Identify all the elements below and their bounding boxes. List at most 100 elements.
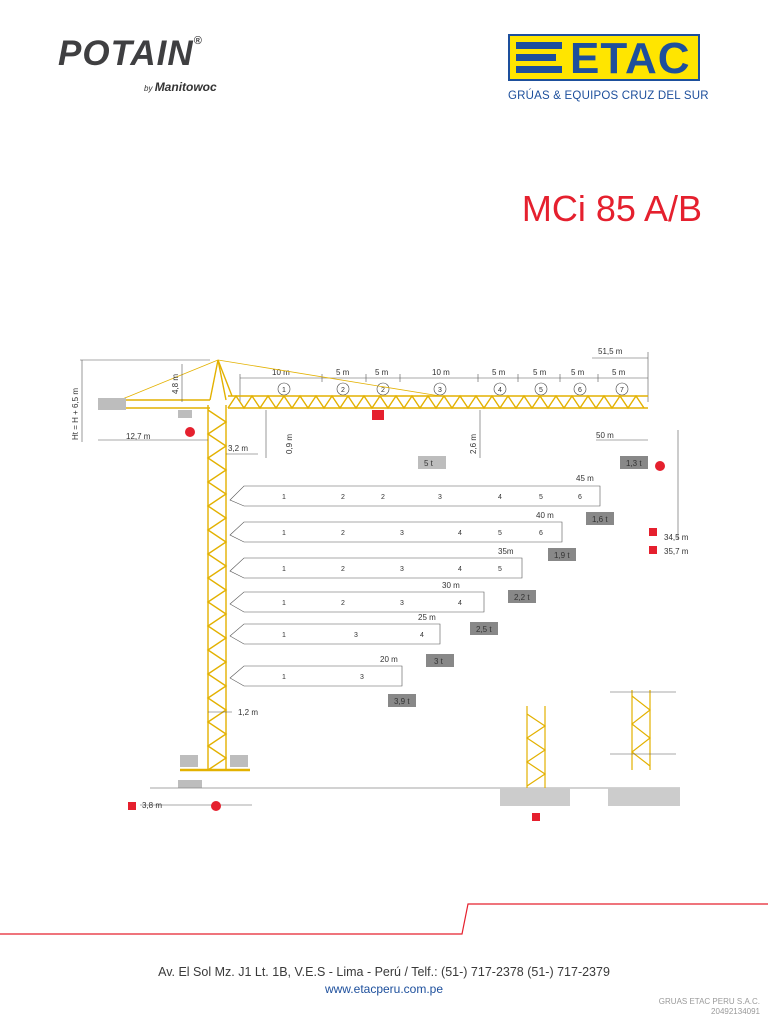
- dim-seg-3: 5 m: [375, 368, 389, 377]
- j5-sec: 1: [282, 632, 286, 639]
- jib-5-length: 25 m: [418, 613, 436, 622]
- main-sec-7: 6: [578, 387, 582, 394]
- j6-sec: 3: [360, 674, 364, 681]
- j4-sec: 2: [341, 600, 345, 607]
- dim-seg-7: 5 m: [571, 368, 585, 377]
- etac-stripes-icon: [516, 42, 562, 73]
- j2-sec: 4: [458, 530, 462, 537]
- dim-base-width: 3,8 m: [142, 801, 162, 810]
- dim-mast-top: 4,8 m: [171, 374, 180, 394]
- main-sec-3: 2: [381, 387, 385, 394]
- j3-sec: 2: [341, 566, 345, 573]
- dim-seg-6: 5 m: [533, 368, 547, 377]
- j4-sec: 1: [282, 600, 286, 607]
- dim-seg-1: 10 m: [272, 368, 290, 377]
- dim-depth: 0,9 m: [285, 434, 294, 454]
- hoist-icon: [655, 461, 665, 471]
- jib-configurations: [229, 485, 601, 687]
- j1-sec: 1: [282, 494, 286, 501]
- main-sec-2: 2: [341, 387, 345, 394]
- main-jib-sections: [277, 382, 629, 396]
- counterweights: [98, 398, 248, 788]
- footer-company: GRUAS ETAC PERU S.A.C. 20492134091: [658, 997, 760, 1016]
- jib-load-boxes: [388, 512, 614, 707]
- crane-diagram: 51,5 m 10 m 5 m 5 m 10 m 5 m 5 m 5 m 5 m…: [71, 347, 689, 821]
- jib-3-length: 35m: [498, 547, 514, 556]
- crane-structure: [98, 359, 648, 772]
- load-mid: 5 t: [424, 459, 434, 468]
- jib-2-load: 1,9 t: [554, 551, 570, 560]
- potain-name: POTAIN: [58, 34, 194, 73]
- j2-sec: 6: [539, 530, 543, 537]
- j2-sec: 5: [498, 530, 502, 537]
- j2-sec: 3: [400, 530, 404, 537]
- jib-3-load: 2,2 t: [514, 593, 530, 602]
- tie-lines: [610, 691, 676, 755]
- height-icon-2: [649, 546, 657, 554]
- dim-counter-jib: 12,7 m: [126, 432, 151, 441]
- foundation-blocks: [500, 788, 680, 806]
- main-sec-1: 1: [282, 387, 286, 394]
- travel-icon: [211, 801, 221, 811]
- etac-logo: ETAC: [508, 34, 700, 83]
- jib-5-load: 3 t: [434, 657, 444, 666]
- j3-sec: 5: [498, 566, 502, 573]
- footer-address: Av. El Sol Mz. J1 Lt. 1B, V.E.S - Lima -…: [158, 965, 610, 979]
- j1-sec: 3: [438, 494, 442, 501]
- j4-sec: 4: [458, 600, 462, 607]
- j3-sec: 3: [400, 566, 404, 573]
- top-dimensions: [239, 352, 649, 402]
- dim-h2: 35,7 m: [664, 547, 689, 556]
- j4-sec: 3: [400, 600, 404, 607]
- dim-seg-4: 10 m: [432, 368, 450, 377]
- j1-sec: 6: [578, 494, 582, 501]
- footer-website[interactable]: www.etacperu.com.pe: [324, 982, 444, 996]
- jib-4-length: 30 m: [442, 581, 460, 590]
- dim-seg-8: 5 m: [612, 368, 626, 377]
- dim-total: 51,5 m: [598, 347, 623, 356]
- dim-mast-width: 1,2 m: [238, 708, 258, 717]
- jib-4-load: 2,5 t: [476, 625, 492, 634]
- dim-offset: 3,2 m: [228, 444, 248, 453]
- dim-seg-5: 5 m: [492, 368, 506, 377]
- registered-mark: ®: [193, 35, 203, 47]
- j2-sec: 1: [282, 530, 286, 537]
- jib-1-load: 1,6 t: [592, 515, 608, 524]
- j5-sec: 3: [354, 632, 358, 639]
- dim-height: Ht = H + 6,5 m: [71, 388, 80, 440]
- slew-icon: [185, 427, 195, 437]
- dim-h1: 34,5 m: [664, 533, 689, 542]
- main-sec-6: 5: [539, 387, 543, 394]
- main-sec-4: 3: [438, 387, 442, 394]
- j1-sec: 4: [498, 494, 502, 501]
- potain-byline: by Manitowoc: [144, 80, 217, 94]
- etac-name: ETAC: [570, 34, 691, 83]
- left-dimension-lines: [80, 359, 679, 806]
- page-title: MCi 85 A/B: [521, 188, 702, 229]
- j3-sec: 4: [458, 566, 462, 573]
- main-sec-8: 7: [620, 387, 624, 394]
- motion-icons: [128, 410, 665, 821]
- jib-2-length: 40 m: [536, 511, 554, 520]
- load-tip-box: [620, 456, 648, 469]
- jib-1-length: 45 m: [576, 474, 594, 483]
- base-icon: [128, 802, 136, 810]
- jib-6-length: 20 m: [380, 655, 398, 664]
- j1-sec: 2: [341, 494, 345, 501]
- etac-tagline: GRÚAS & EQUIPOS CRUZ DEL SUR: [508, 90, 709, 102]
- main-sec-5: 4: [498, 387, 502, 394]
- j1-sec: 2: [381, 494, 385, 501]
- potain-logo: POTAIN® by Manitowoc: [58, 34, 217, 95]
- dim-reach: 50 m: [596, 431, 614, 440]
- j3-sec: 1: [282, 566, 286, 573]
- foundation-icon: [532, 813, 540, 821]
- load-tip: 1,3 t: [626, 459, 642, 468]
- dim-seg-2: 5 m: [336, 368, 350, 377]
- dim-trolley: 2,6 m: [469, 434, 478, 454]
- j1-sec: 5: [539, 494, 543, 501]
- footer-divider: [0, 903, 768, 935]
- jib-6-load: 3,9 t: [394, 697, 410, 706]
- j6-sec: 1: [282, 674, 286, 681]
- height-icon-1: [649, 528, 657, 536]
- j5-sec: 4: [420, 632, 424, 639]
